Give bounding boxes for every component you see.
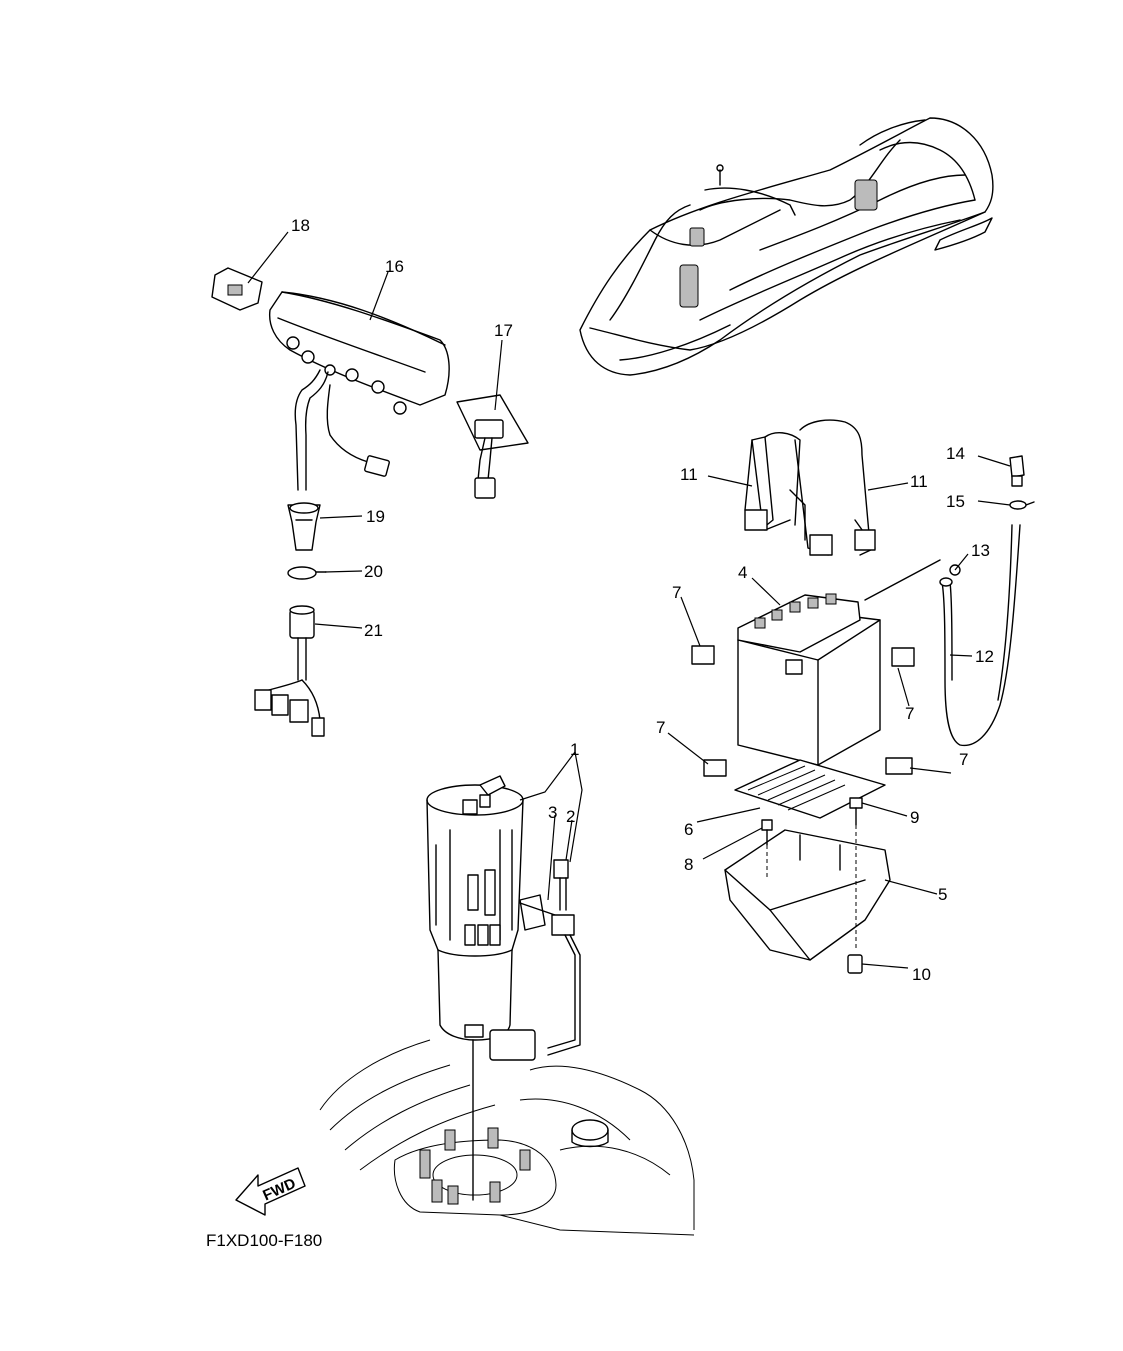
callout-14: 14 [946,444,965,463]
fuel-tank-outline [319,1039,695,1236]
fwd-arrow-icon: FWD [235,1167,306,1216]
diagram-code: F1XD100-F180 [206,1231,322,1250]
callout-19: 19 [366,507,385,526]
fuel-pump-assembly [426,775,581,1201]
callout-1: 1 [570,740,579,759]
callout-5: 5 [938,885,947,904]
callout-16: 16 [385,257,404,276]
callout-8: 8 [684,855,693,874]
callout-11b: 11 [910,472,928,491]
callout-18: 18 [291,216,310,235]
callout-12: 12 [975,647,994,666]
callout-11a: 11 [680,465,698,484]
callout-6: 6 [684,820,693,839]
callout-7c: 7 [656,718,665,737]
callout-21: 21 [364,621,383,640]
callout-17: 17 [494,321,513,340]
battery-assembly [691,419,1035,974]
callout-7a: 7 [672,583,681,602]
callout-2: 2 [566,807,575,826]
callout-4: 4 [738,563,747,582]
fwd-label: FWD [260,1175,298,1204]
callout-13: 13 [971,541,990,560]
callout-15: 15 [946,492,965,511]
callout-10: 10 [912,965,931,984]
callout-3: 3 [548,803,557,822]
watercraft-illustration [579,117,994,376]
callout-7b: 7 [905,704,914,723]
callout-9: 9 [910,808,919,827]
meter-assembly [211,267,529,737]
callout-20: 20 [364,562,383,581]
callout-numbers: 1 2 3 4 5 6 7 7 7 7 8 9 10 11 11 12 13 1… [291,216,994,984]
callout-7d: 7 [959,750,968,769]
leader-lines [247,231,1011,969]
